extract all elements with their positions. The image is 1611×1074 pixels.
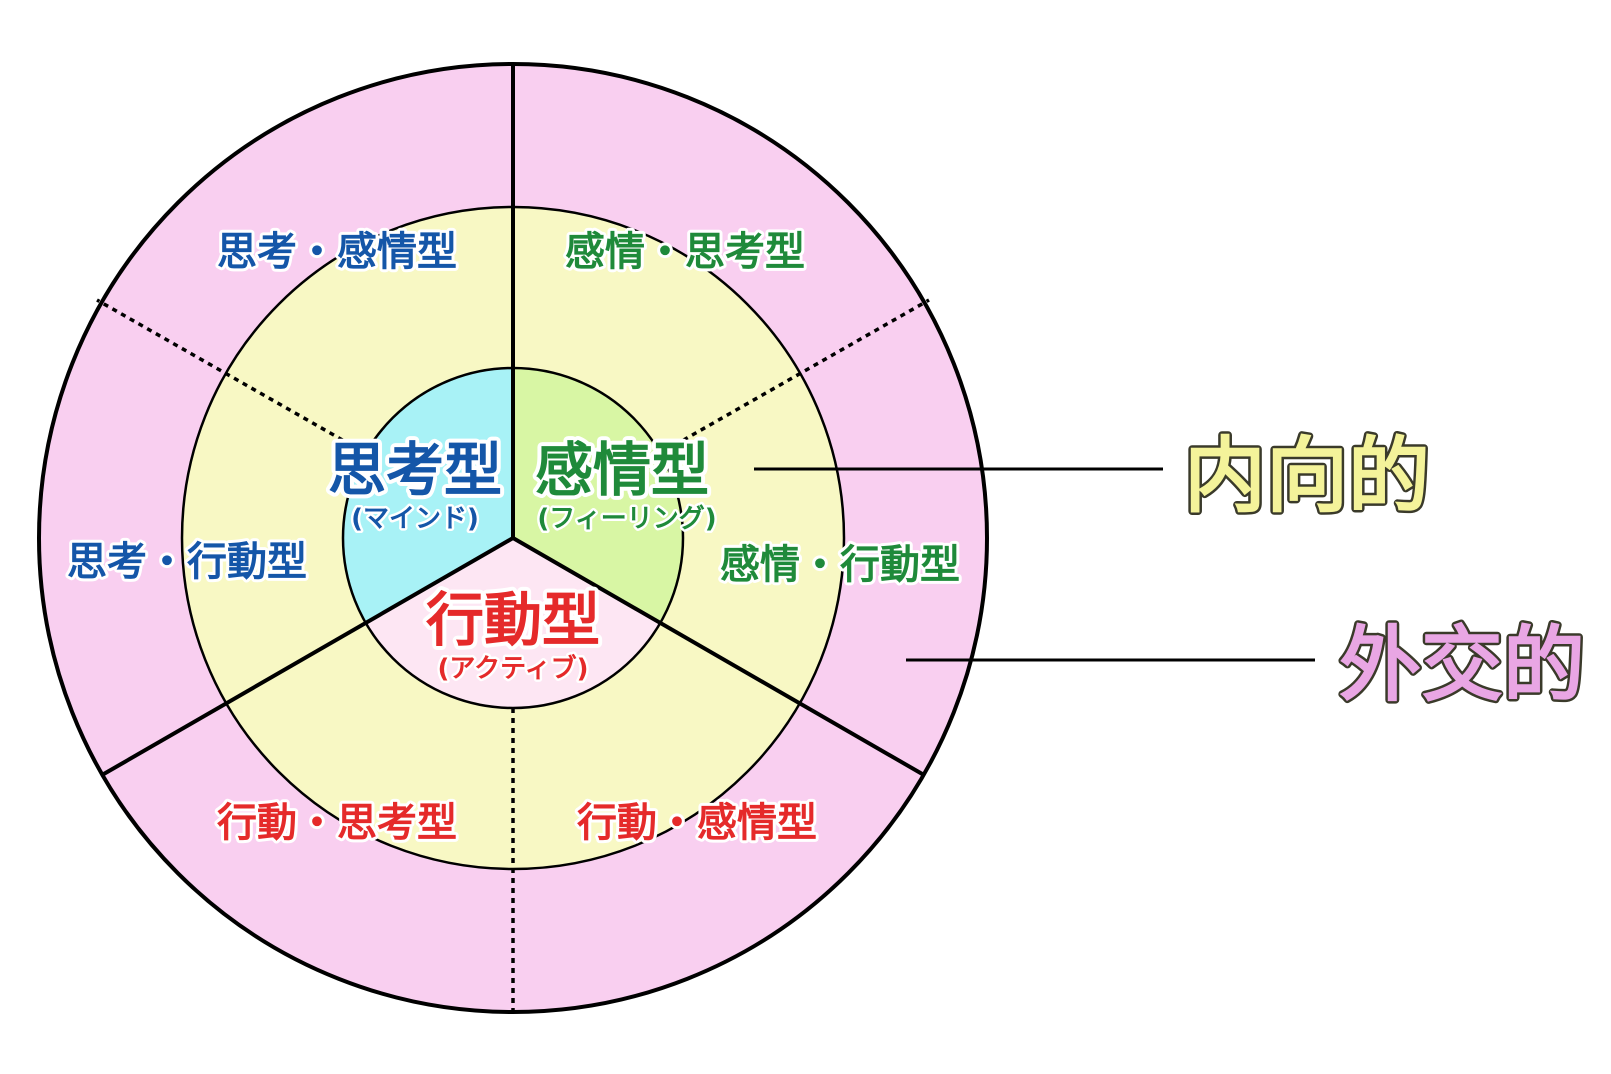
dotted-divider-upper-left: [96, 298, 361, 452]
label-thinking-feeling: 思考・感情型: [217, 229, 457, 275]
core-sector-thinking: [343, 368, 513, 623]
label-feeling-action: 感情・行動型: [720, 542, 960, 588]
label-action-feeling: 行動・感情型: [577, 800, 817, 846]
core-sub-feeling: (フィーリング): [537, 504, 716, 534]
label-thinking-action: 思考・行動型: [67, 539, 307, 585]
core-sector-action: [366, 538, 660, 708]
dotted-divider-upper-right: [665, 298, 930, 452]
core-sector-feeling: [513, 368, 683, 623]
callout-introvert: 内向的: [1184, 429, 1430, 524]
core-label-feeling: 感情型: [535, 436, 709, 504]
core-sub-thinking: (マインド): [351, 504, 479, 534]
core-label-thinking: 思考型: [328, 436, 502, 504]
callout-extrovert: 外交的: [1339, 618, 1585, 713]
label-action-thinking: 行動・思考型: [217, 800, 457, 846]
divider-lower-right: [512, 536, 925, 777]
label-feeling-thinking: 感情・思考型: [565, 229, 805, 275]
core-sub-action: (アクティブ): [438, 653, 589, 684]
core-label-action: 行動型: [426, 586, 600, 654]
divider-lower-left: [101, 536, 514, 777]
